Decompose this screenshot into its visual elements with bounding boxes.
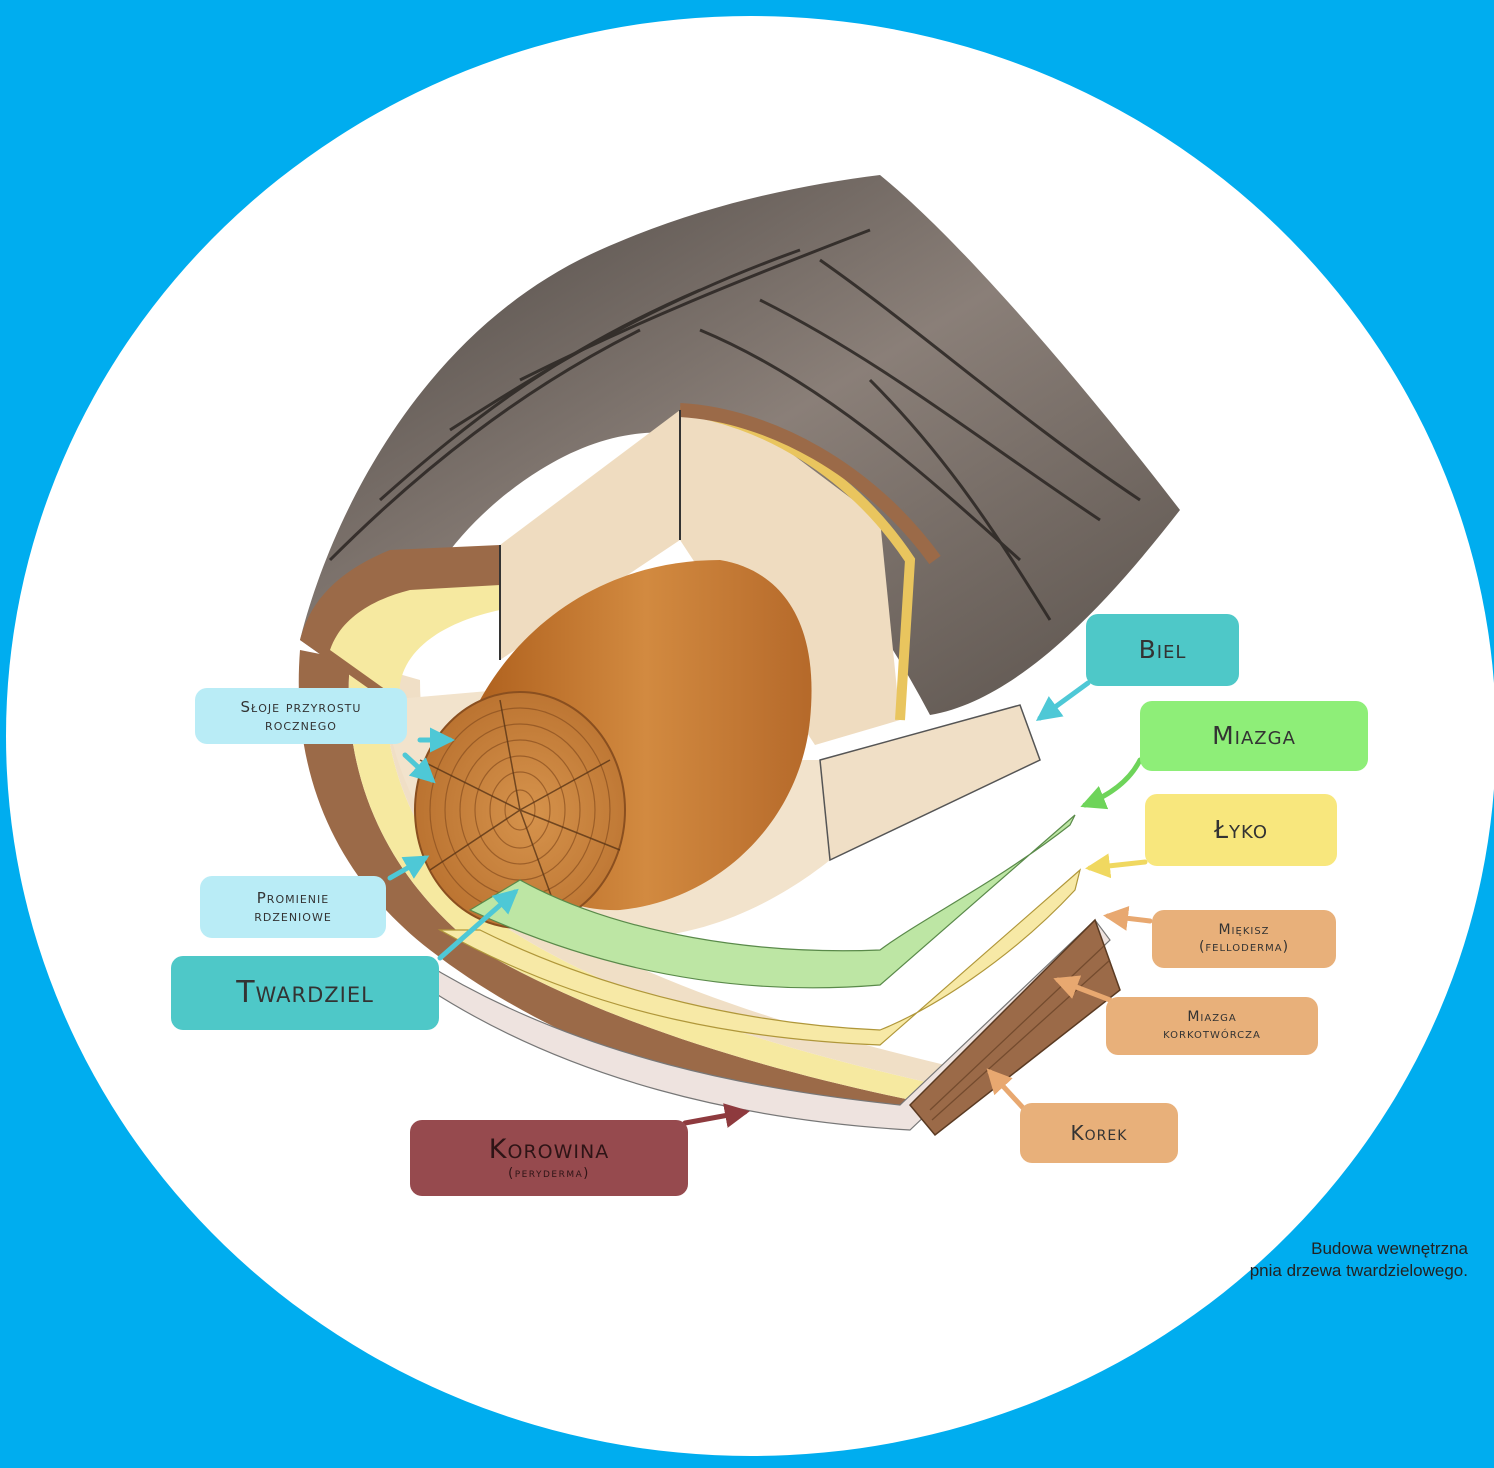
label-miekisz-line2: (felloderma) [1199,939,1289,956]
caption: Budowa wewnętrzna pnia drzewa twardzielo… [1250,1238,1468,1282]
label-miekisz-line1: Miękisz [1218,922,1269,939]
label-miazga-korkotworcza-line2: korkotwórcza [1163,1026,1261,1043]
label-miazga-korkotworcza: Miazga korkotwórcza [1106,997,1318,1055]
label-biel-text: Biel [1139,635,1187,665]
label-korowina-line1: Korowina [489,1134,609,1166]
label-promienie-line1: Promienie [257,889,329,907]
label-lyko-text: Łyko [1214,815,1268,845]
label-miazga-text: Miazga [1212,721,1296,751]
label-korowina: Korowina (peryderma) [410,1120,688,1196]
label-miekisz: Miękisz (felloderma) [1152,910,1336,968]
label-miazga: Miazga [1140,701,1368,771]
label-sloje-przyrostu: Słoje przyrostu rocznego [195,688,407,744]
label-korek: Korek [1020,1103,1178,1163]
label-lyko: Łyko [1145,794,1337,866]
label-sloje-line1: Słoje przyrostu [241,698,362,716]
caption-line1: Budowa wewnętrzna [1250,1238,1468,1260]
label-sloje-line2: rocznego [265,716,337,734]
label-miazga-korkotworcza-line1: Miazga [1187,1009,1236,1026]
label-promienie-line2: rdzeniowe [254,907,332,925]
caption-line2: pnia drzewa twardzielowego. [1250,1260,1468,1282]
label-promienie-rdzeniowe: Promienie rdzeniowe [200,876,386,938]
label-korek-text: Korek [1071,1121,1128,1145]
label-korowina-line2: (peryderma) [508,1166,590,1182]
label-twardziel-text: Twardziel [236,975,374,1011]
label-biel: Biel [1086,614,1239,686]
label-twardziel: Twardziel [171,956,439,1030]
